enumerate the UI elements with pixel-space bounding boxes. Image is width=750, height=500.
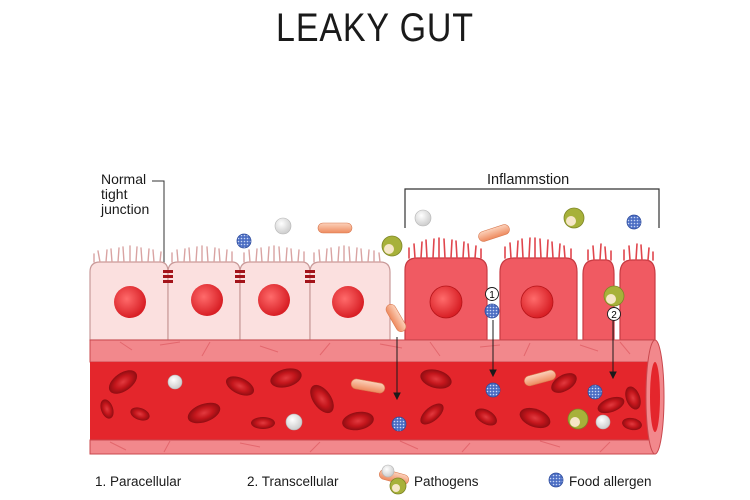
red-blood-cell bbox=[187, 402, 221, 424]
cell-nucleus bbox=[191, 284, 223, 316]
red-blood-cells bbox=[100, 368, 642, 431]
bacterium bbox=[317, 222, 353, 234]
normal-junction-leader-line bbox=[152, 180, 165, 272]
pathogens-legend-icon bbox=[379, 464, 409, 495]
bacterium bbox=[385, 304, 407, 332]
bacterium bbox=[350, 378, 386, 394]
inflamed-cell bbox=[619, 259, 656, 341]
virus-pathogens bbox=[381, 207, 625, 430]
red-blood-cell bbox=[597, 396, 625, 414]
red-blood-cell bbox=[622, 417, 642, 431]
inflammation-label: Inflammstion bbox=[487, 172, 570, 188]
legend-pathogens: Pathogens bbox=[414, 474, 479, 489]
cell-nucleus bbox=[429, 285, 463, 319]
red-blood-cell bbox=[625, 386, 641, 410]
red-blood-cell bbox=[475, 408, 497, 426]
white-particle bbox=[285, 413, 303, 431]
red-blood-cell bbox=[130, 407, 150, 421]
cell-nucleus bbox=[114, 286, 146, 318]
legend-paracellular: 1. Paracellular bbox=[95, 474, 182, 489]
white-particle bbox=[274, 217, 292, 235]
red-blood-cell bbox=[225, 376, 255, 396]
red-blood-cell bbox=[519, 407, 551, 429]
legend-transcellular: 2. Transcellular bbox=[247, 474, 339, 489]
inflamed-cell-layer bbox=[404, 237, 656, 341]
svg-text:1: 1 bbox=[489, 290, 495, 301]
page-title: LEAKY GUT bbox=[276, 6, 474, 50]
healthy-cell-layer bbox=[89, 245, 391, 341]
white-particle bbox=[595, 414, 611, 430]
legend-food-allergen: Food allergen bbox=[569, 474, 652, 489]
food-allergens bbox=[236, 214, 642, 432]
white-particle bbox=[414, 209, 432, 227]
red-blood-cell bbox=[108, 370, 138, 394]
white-particle bbox=[167, 374, 183, 390]
blood-vessel bbox=[89, 339, 665, 455]
bacterium bbox=[524, 369, 556, 387]
red-blood-cell bbox=[100, 399, 114, 419]
red-blood-cell bbox=[270, 368, 302, 388]
red-blood-cell bbox=[420, 369, 452, 389]
red-blood-cell bbox=[551, 373, 577, 393]
red-blood-cell bbox=[342, 411, 374, 431]
red-blood-cell bbox=[251, 417, 275, 429]
svg-text:2: 2 bbox=[611, 310, 617, 321]
cell-nucleus bbox=[258, 284, 290, 316]
marker-1: 1 bbox=[485, 287, 499, 301]
red-blood-cell bbox=[420, 403, 444, 425]
cell-nucleus bbox=[332, 286, 364, 318]
food-allergen-legend-icon bbox=[548, 472, 564, 488]
normal-tight-junction-label: Normal tight junction bbox=[101, 171, 150, 217]
cell-nucleus bbox=[520, 285, 554, 319]
marker-2: 2 bbox=[607, 307, 621, 321]
inflammation-bracket bbox=[404, 188, 660, 228]
red-blood-cell bbox=[310, 384, 334, 414]
bacterium bbox=[478, 224, 510, 242]
